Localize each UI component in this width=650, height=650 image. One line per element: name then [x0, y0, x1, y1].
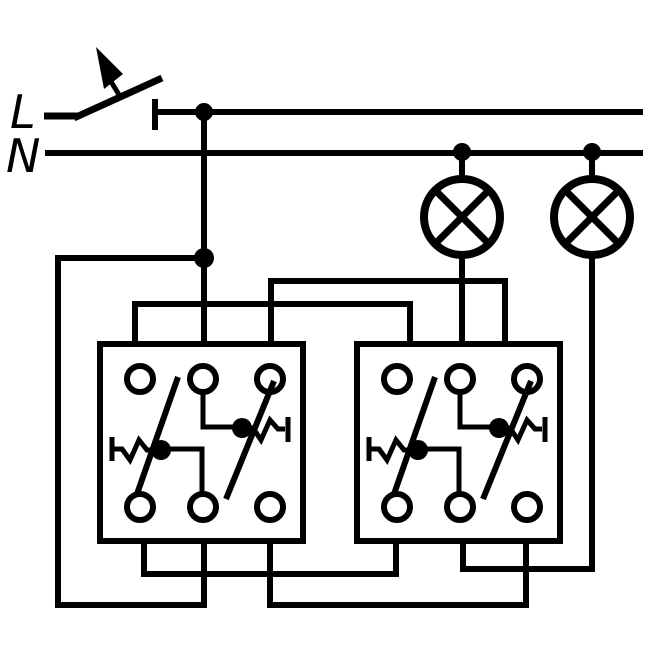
corridor-wire-lower [132, 301, 413, 344]
actuation-arrow-tail [107, 78, 124, 100]
wall-switch-symbol [44, 47, 164, 130]
feed-loop-wire [55, 255, 207, 608]
junction-dot-feed [194, 248, 214, 268]
switch-lever [72, 74, 164, 122]
live-label: L [10, 85, 36, 139]
lamp-1 [420, 153, 504, 344]
junction-dot-neutral-lamp1 [453, 143, 471, 161]
lamp-2 [460, 153, 634, 572]
corridor-wiring [132, 278, 529, 608]
lamp2-cross-b [562, 187, 622, 247]
junction-dot-live [195, 103, 213, 121]
neutral-label: N [6, 129, 40, 183]
corridor-wire-upper [268, 278, 508, 344]
junction-dots [194, 103, 601, 268]
switch-unit-1 [97, 341, 306, 544]
switch-unit-2 [354, 341, 563, 544]
lamp2-return-wire [460, 255, 595, 572]
corridor-wire-bottom-right [267, 541, 529, 608]
lamp1-cross-b [432, 187, 492, 247]
junction-dot-neutral-lamp2 [583, 143, 601, 161]
actuation-arrow-icon [96, 47, 123, 89]
